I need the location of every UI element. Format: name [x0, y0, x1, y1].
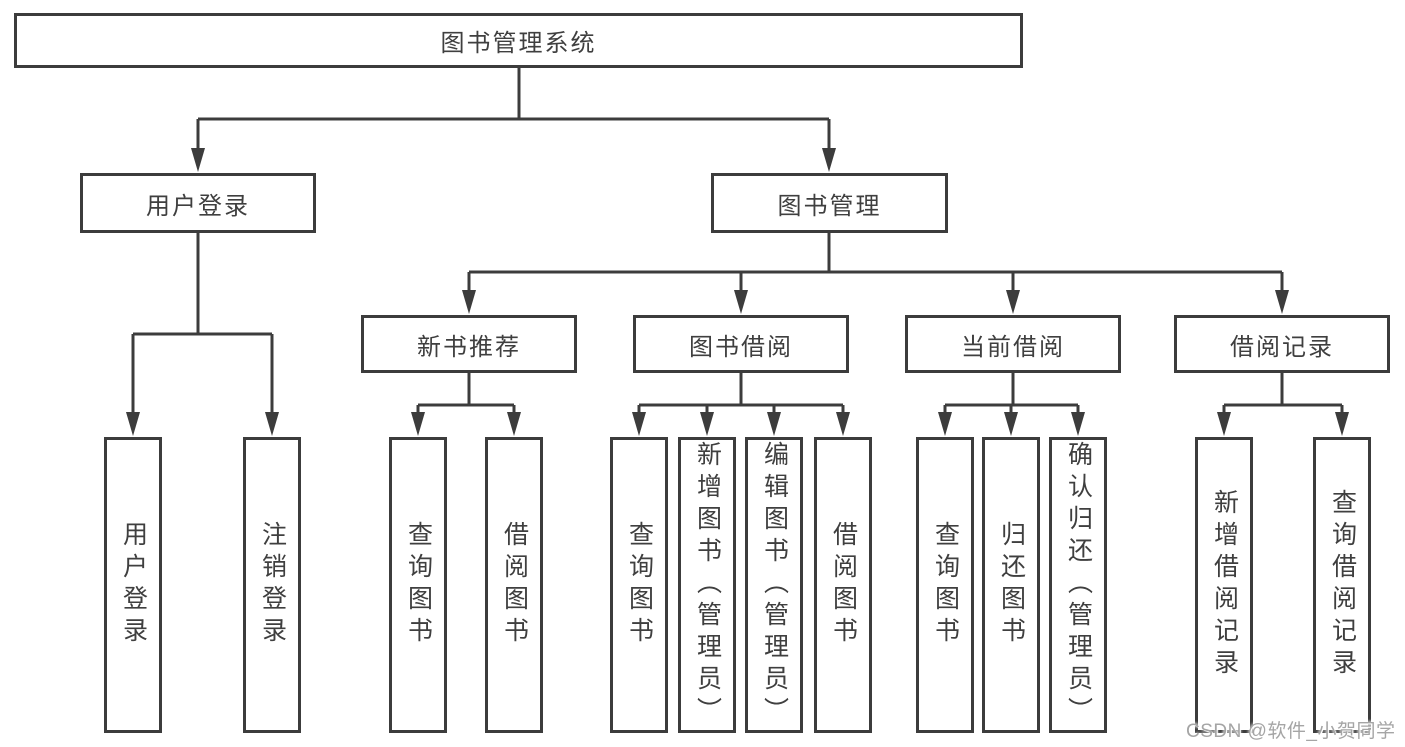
- leaf-current-query-books: 查询图书: [916, 437, 974, 733]
- arrow-down-icon: [734, 290, 748, 314]
- arrow-down-icon: [1275, 290, 1289, 314]
- node-borrowing-records: 借阅记录: [1174, 315, 1390, 373]
- arrow-down-icon: [411, 412, 425, 436]
- leaf-label: 新增图书（管理员）: [693, 441, 722, 729]
- node-label: 借阅记录: [1230, 333, 1334, 361]
- csdn-watermark: CSDN @软件_小贺同学: [1186, 721, 1396, 742]
- arrow-down-icon: [126, 412, 140, 436]
- node-label: 用户登录: [146, 192, 250, 220]
- leaf-label: 归还图书: [997, 521, 1026, 649]
- leaf-label: 用户登录: [119, 521, 148, 649]
- leaf-borrow-edit-books-admin: 编辑图书（管理员）: [745, 437, 803, 733]
- leaf-label: 借阅图书: [829, 521, 858, 649]
- leaf-current-return-books: 归还图书: [982, 437, 1040, 733]
- leaf-label: 注销登录: [258, 521, 287, 649]
- arrow-down-icon: [938, 412, 952, 436]
- arrow-down-icon: [836, 412, 850, 436]
- arrow-down-icon: [822, 148, 836, 172]
- leaf-current-confirm-return-admin: 确认归还（管理员）: [1049, 437, 1107, 733]
- leaf-label: 查询图书: [931, 521, 960, 649]
- node-label: 图书管理: [777, 192, 882, 220]
- leaf-records-add-record: 新增借阅记录: [1195, 437, 1253, 733]
- arrow-down-icon: [1217, 412, 1231, 436]
- arrow-down-icon: [1071, 412, 1085, 436]
- leaf-borrow-add-books-admin: 新增图书（管理员）: [678, 437, 736, 733]
- leaf-newbook-borrow-books: 借阅图书: [485, 437, 543, 733]
- arrowheads: [126, 148, 1349, 436]
- arrow-down-icon: [265, 412, 279, 436]
- leaf-label: 借阅图书: [500, 521, 529, 649]
- node-user-login: 用户登录: [80, 173, 316, 233]
- node-label: 当前借阅: [961, 333, 1065, 361]
- leaf-records-query-record: 查询借阅记录: [1313, 437, 1371, 733]
- node-book-management: 图书管理: [711, 173, 948, 233]
- arrow-down-icon: [1335, 412, 1349, 436]
- leaf-label: 查询借阅记录: [1328, 489, 1357, 681]
- node-new-book-recommendation: 新书推荐: [361, 315, 577, 373]
- leaf-label: 查询图书: [625, 521, 654, 649]
- node-label: 图书管理系统: [440, 30, 597, 57]
- arrow-down-icon: [507, 412, 521, 436]
- node-current-borrowing: 当前借阅: [905, 315, 1121, 373]
- leaf-label: 新增借阅记录: [1210, 489, 1239, 681]
- leaf-label: 确认归还（管理员）: [1064, 441, 1093, 729]
- arrow-down-icon: [191, 148, 205, 172]
- arrow-down-icon: [1004, 412, 1018, 436]
- node-book-borrowing: 图书借阅: [633, 315, 849, 373]
- node-library-management-system: 图书管理系统: [14, 13, 1023, 68]
- leaf-newbook-query-books: 查询图书: [389, 437, 447, 733]
- leaf-label: 查询图书: [404, 521, 433, 649]
- leaf-borrow-borrow-books: 借阅图书: [814, 437, 872, 733]
- arrow-down-icon: [700, 412, 714, 436]
- arrow-down-icon: [632, 412, 646, 436]
- leaf-borrow-query-books: 查询图书: [610, 437, 668, 733]
- leaf-user-login: 用户登录: [104, 437, 162, 733]
- leaf-logout: 注销登录: [243, 437, 301, 733]
- arrow-down-icon: [462, 290, 476, 314]
- arrow-down-icon: [767, 412, 781, 436]
- node-label: 新书推荐: [417, 333, 521, 361]
- leaf-label: 编辑图书（管理员）: [760, 441, 789, 729]
- node-label: 图书借阅: [689, 333, 793, 361]
- arrow-down-icon: [1006, 290, 1020, 314]
